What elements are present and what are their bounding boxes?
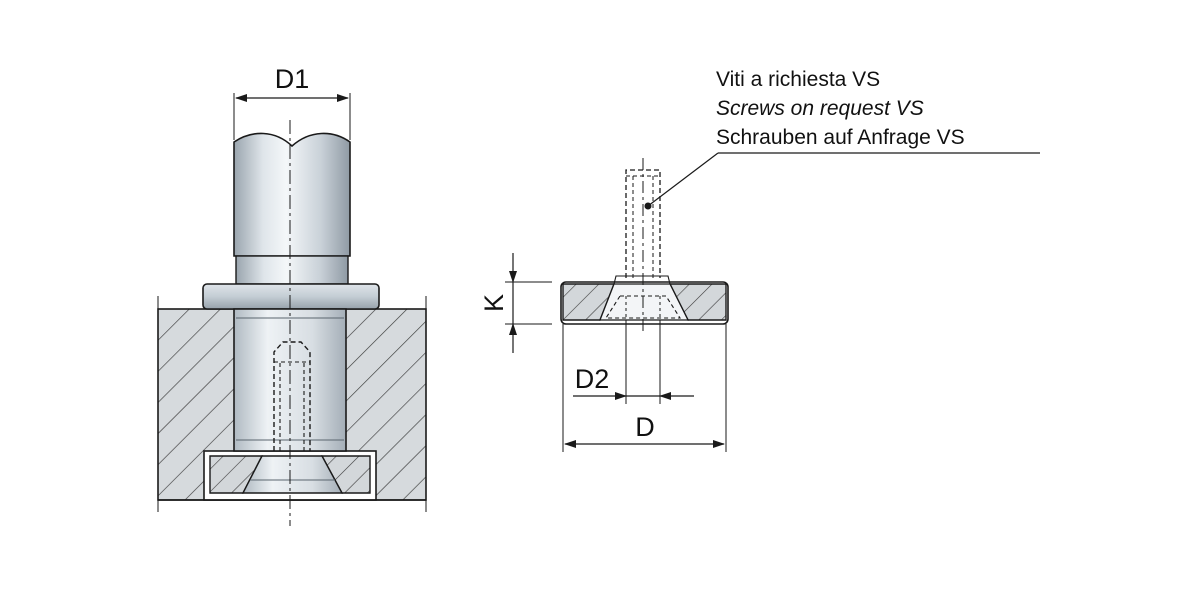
d1-label: D1 xyxy=(275,64,310,94)
note-line-en: Screws on request VS xyxy=(716,97,924,120)
k-label: K xyxy=(479,294,509,312)
pin-collar xyxy=(202,283,380,310)
left-assembly: D1 xyxy=(157,64,427,526)
washer-section xyxy=(209,455,371,494)
note-line-de: Schrauben auf Anfrage VS xyxy=(716,126,965,149)
screw-note: Viti a richiesta VS Screws on request VS… xyxy=(716,68,965,149)
d-label: D xyxy=(635,412,655,442)
d2-label: D2 xyxy=(575,364,610,394)
washer-body xyxy=(560,275,729,325)
note-leader xyxy=(644,152,1040,210)
right-washer-detail: K D2 D xyxy=(479,152,1040,452)
pin-shaft xyxy=(233,132,351,285)
note-line-it: Viti a richiesta VS xyxy=(716,68,880,91)
k-dimension xyxy=(505,253,552,353)
